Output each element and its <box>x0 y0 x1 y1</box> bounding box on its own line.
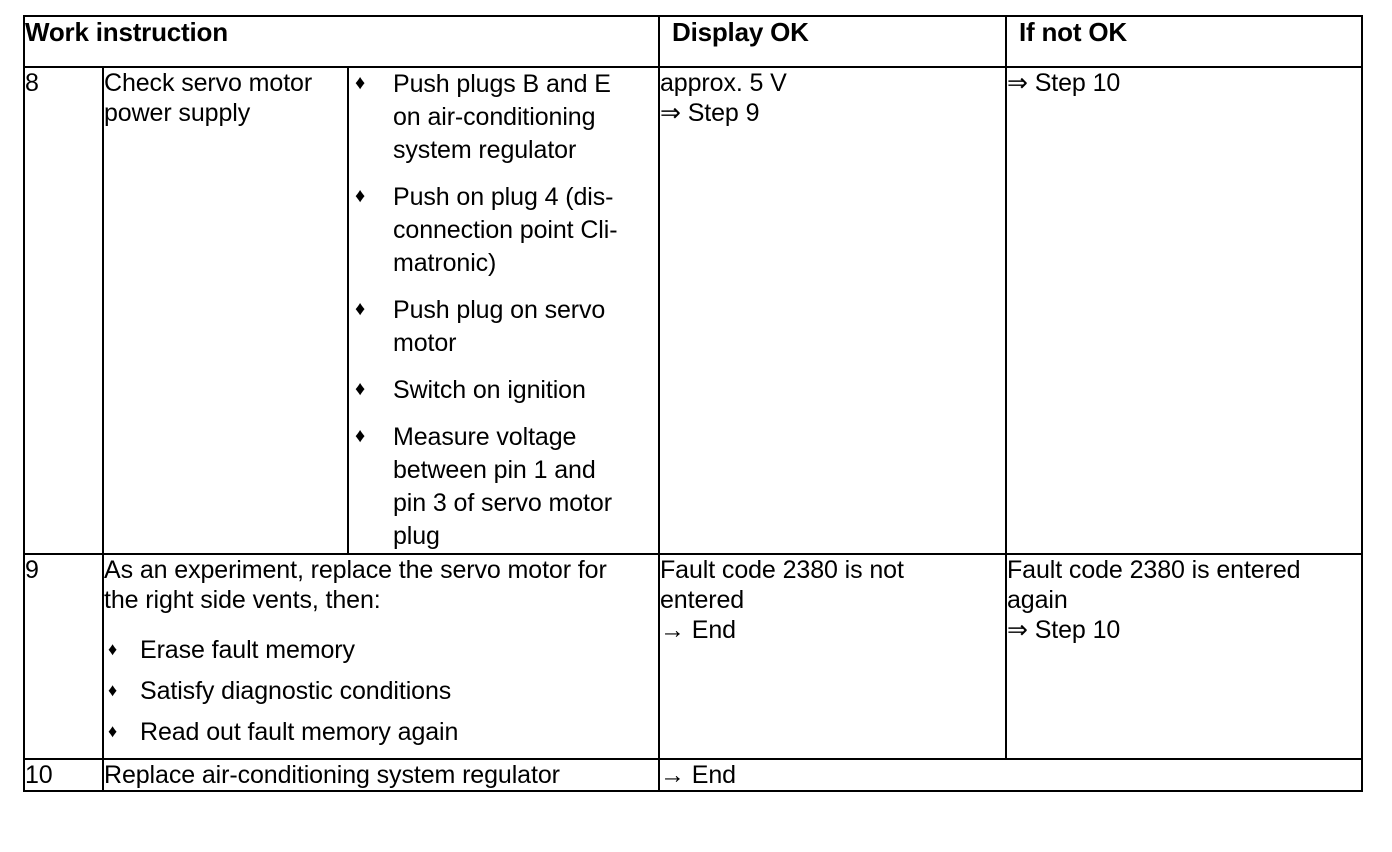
if-not-ok-value: ⇒ Step 10 <box>1005 66 1363 555</box>
list-item-line: plug <box>393 522 440 550</box>
list-item: ♦ Push plug on servo motor <box>349 294 658 360</box>
display-ok-line: approx. 5 V <box>660 69 787 97</box>
if-not-ok-line: Fault code 2380 is entered <box>1007 556 1301 584</box>
table-row: 10 Replace air-conditioning system regul… <box>23 758 1363 792</box>
step-number: 9 <box>23 553 104 760</box>
list-item-line: between pin 1 and <box>393 456 596 484</box>
bullet-list: ♦ Erase fault memory ♦ Satisfy diagnosti… <box>104 635 658 748</box>
list-item: ♦ Read out fault memory again <box>104 717 658 748</box>
diamond-bullet-icon: ♦ <box>108 639 118 659</box>
step-action: Check servo motor power supply <box>102 66 349 555</box>
display-ok-line: Fault code 2380 is not <box>660 556 904 584</box>
work-instruction-table: Work instruction Display OK If not OK 8 … <box>23 15 1363 792</box>
display-ok-line: entered <box>660 586 745 614</box>
list-item-line: pin 3 of servo motor <box>393 489 612 517</box>
table-row: 8 Check servo motor power supply ♦ Push … <box>23 66 1363 555</box>
if-not-ok-line: ⇒ Step 10 <box>1007 69 1121 97</box>
list-item: ♦ Push plugs B and E on air-conditioning… <box>349 68 658 167</box>
list-item-line: Measure voltage <box>393 423 577 451</box>
step-number: 8 <box>23 66 104 555</box>
display-ok-value: Fault code 2380 is not entered → End <box>658 553 1007 760</box>
list-item-line: motor <box>393 329 457 357</box>
diamond-bullet-icon: ♦ <box>355 185 366 207</box>
lead-line: As an experiment, replace the servo moto… <box>104 556 607 584</box>
list-item-line: Switch on ignition <box>393 376 586 404</box>
bullet-list: ♦ Push plugs B and E on air-conditioning… <box>349 68 658 553</box>
list-item-line: on air-conditioning <box>393 103 596 131</box>
list-item-line: Erase fault memory <box>140 636 355 664</box>
lead-text: As an experiment, replace the servo moto… <box>104 555 658 615</box>
display-ok-value: approx. 5 V ⇒ Step 9 <box>658 66 1007 555</box>
column-header-work-instruction: Work instruction <box>23 15 660 68</box>
list-item: ♦ Push on plug 4 (dis- connection point … <box>349 181 658 280</box>
list-item-line: Push plugs B and E <box>393 70 611 98</box>
list-item-line: Push plug on servo <box>393 296 606 324</box>
action-line: Check servo motor <box>104 69 313 97</box>
diamond-bullet-icon: ♦ <box>355 378 366 400</box>
diamond-bullet-icon: ♦ <box>355 425 366 447</box>
list-item: ♦ Erase fault memory <box>104 635 658 666</box>
step-number: 10 <box>23 758 104 792</box>
list-item-line: Satisfy diagnostic conditions <box>140 677 452 705</box>
list-item-line: Read out fault memory again <box>140 718 459 746</box>
lead-line: the right side vents, then: <box>104 586 381 614</box>
list-item-line: connection point Cli- <box>393 216 618 244</box>
table-header-row: Work instruction Display OK If not OK <box>23 15 1363 68</box>
column-header-if-not-ok: If not OK <box>1005 15 1363 68</box>
if-not-ok-line: again <box>1007 586 1068 614</box>
column-header-display-ok: Display OK <box>658 15 1007 68</box>
display-ok-line: → End <box>660 616 736 644</box>
diamond-bullet-icon: ♦ <box>355 72 366 94</box>
diamond-bullet-icon: ♦ <box>108 680 118 700</box>
list-item: ♦ Measure voltage between pin 1 and pin … <box>349 421 658 553</box>
diamond-bullet-icon: ♦ <box>108 721 118 741</box>
step-action: As an experiment, replace the servo moto… <box>102 553 660 760</box>
display-ok-line: ⇒ Step 9 <box>660 99 760 127</box>
action-line: power supply <box>104 99 251 127</box>
if-not-ok-line: ⇒ Step 10 <box>1007 616 1121 644</box>
list-item-line: Push on plug 4 (dis- <box>393 183 614 211</box>
step-result: → End <box>658 758 1363 792</box>
list-item: ♦ Switch on ignition <box>349 374 658 407</box>
if-not-ok-value: Fault code 2380 is entered again ⇒ Step … <box>1005 553 1363 760</box>
list-item: ♦ Satisfy diagnostic conditions <box>104 676 658 707</box>
step-action: Replace air-conditioning system regulato… <box>102 758 660 792</box>
list-item-line: system regulator <box>393 136 577 164</box>
diamond-bullet-icon: ♦ <box>355 298 366 320</box>
table-row: 9 As an experiment, replace the servo mo… <box>23 553 1363 760</box>
step-detail-list: ♦ Push plugs B and E on air-conditioning… <box>347 66 660 555</box>
list-item-line: matronic) <box>393 249 497 277</box>
